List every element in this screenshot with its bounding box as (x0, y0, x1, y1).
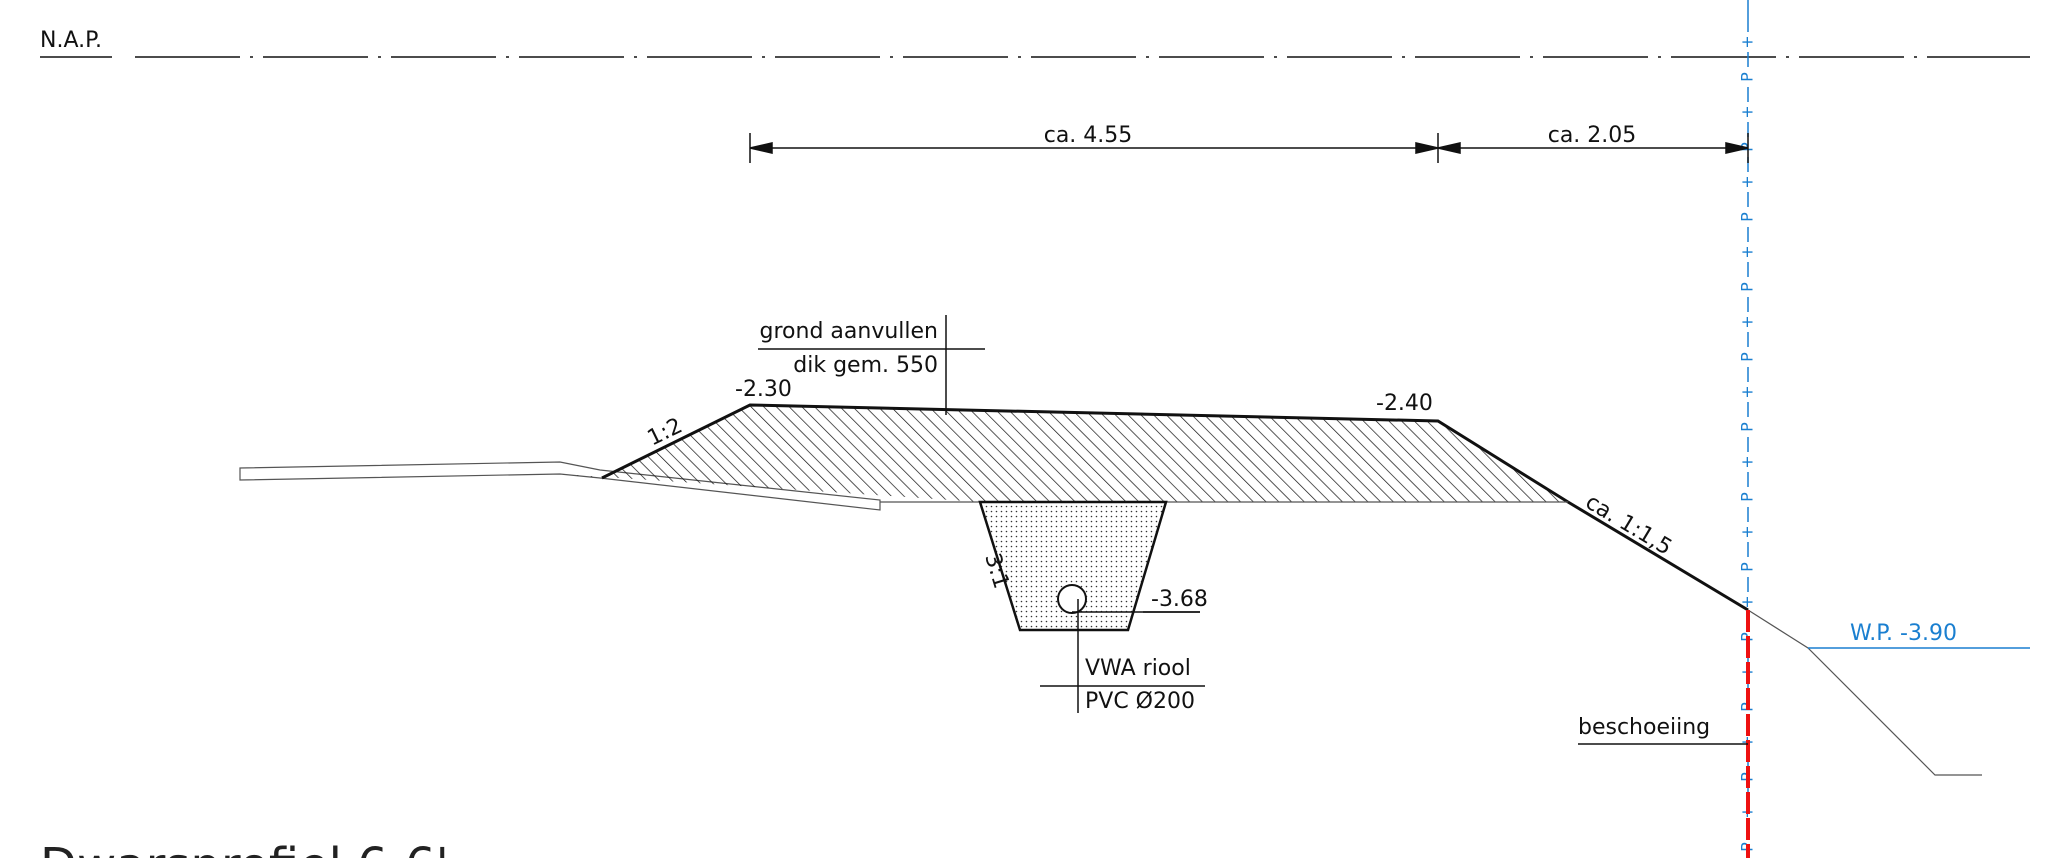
axis-mark-gap (1740, 242, 1756, 262)
drawing-title: Dwarsprofiel 6-6' (40, 838, 449, 858)
axis-mark-gap (1740, 32, 1756, 52)
axis-mark-gap (1740, 277, 1756, 297)
sewer-pipe (1057, 584, 1087, 614)
dimension-line (749, 133, 1749, 163)
level-right-top: -2.40 (1376, 391, 1433, 416)
dimension-left-label: ca. 4.55 (1044, 123, 1133, 148)
axis-mark-gap (1740, 67, 1756, 87)
right-slope-line (1567, 500, 1749, 612)
nap-label: N.A.P. (40, 28, 102, 53)
axis-mark: + (1738, 315, 1757, 328)
level-left-top: -2.30 (735, 377, 792, 402)
pipe-material-label: PVC Ø200 (1085, 689, 1195, 714)
water-level-label: W.P. -3.90 (1850, 621, 1957, 646)
axis-mark: + (1738, 525, 1757, 538)
axis-mark: P (1738, 212, 1757, 222)
soil-fill-hatched (560, 405, 1568, 502)
axis-mark-gap (1740, 207, 1756, 227)
axis-mark: P (1738, 492, 1757, 502)
pipe-leaders (1040, 599, 1205, 713)
axis-mark: P (1738, 422, 1757, 432)
axis-mark-gap (1740, 312, 1756, 332)
water-side-profile (1747, 609, 1982, 776)
axis-mark-gap (1740, 522, 1756, 542)
axis-mark: + (1738, 245, 1757, 258)
axis-mark-gap (1740, 417, 1756, 437)
axis-mark: P (1738, 72, 1757, 82)
pipe-name-label: VWA riool (1085, 656, 1191, 681)
axis-mark-gap (1740, 452, 1756, 472)
axis-mark-gap (1740, 382, 1756, 402)
fill-label-line1: grond aanvullen (760, 319, 938, 344)
sheet-piling-label: beschoeiing (1578, 715, 1710, 740)
axis-mark-gap (1740, 487, 1756, 507)
slope-right-label: ca. 1:1,5 (1581, 490, 1676, 561)
trench-dotted (978, 500, 1168, 632)
fill-annotation-leader (758, 315, 985, 415)
axis-mark: + (1738, 385, 1757, 398)
existing-ground-strip (239, 461, 881, 511)
axis-mark: + (1738, 175, 1757, 188)
axis-mark-gap (1740, 557, 1756, 577)
dimension-right-label: ca. 2.05 (1548, 123, 1637, 148)
fill-label-line2: dik gem. 550 (793, 353, 938, 378)
fill-top-edge (601, 403, 1569, 504)
axis-mark-gap (1740, 347, 1756, 367)
axis-mark: + (1738, 105, 1757, 118)
axis-mark-gap (1740, 172, 1756, 192)
axis-mark: P (1738, 142, 1757, 152)
pipe-level-label: -3.68 (1151, 587, 1208, 612)
axis-mark: + (1738, 455, 1757, 468)
axis-mark: P (1738, 562, 1757, 572)
axis-mark: P (1738, 352, 1757, 362)
axis-mark-gap (1740, 102, 1756, 122)
axis-mark: P (1738, 282, 1757, 292)
axis-marks: +P+P+P+P+P+P+P+P+P+P+P+P (1738, 32, 1757, 857)
axis-mark: + (1738, 35, 1757, 48)
